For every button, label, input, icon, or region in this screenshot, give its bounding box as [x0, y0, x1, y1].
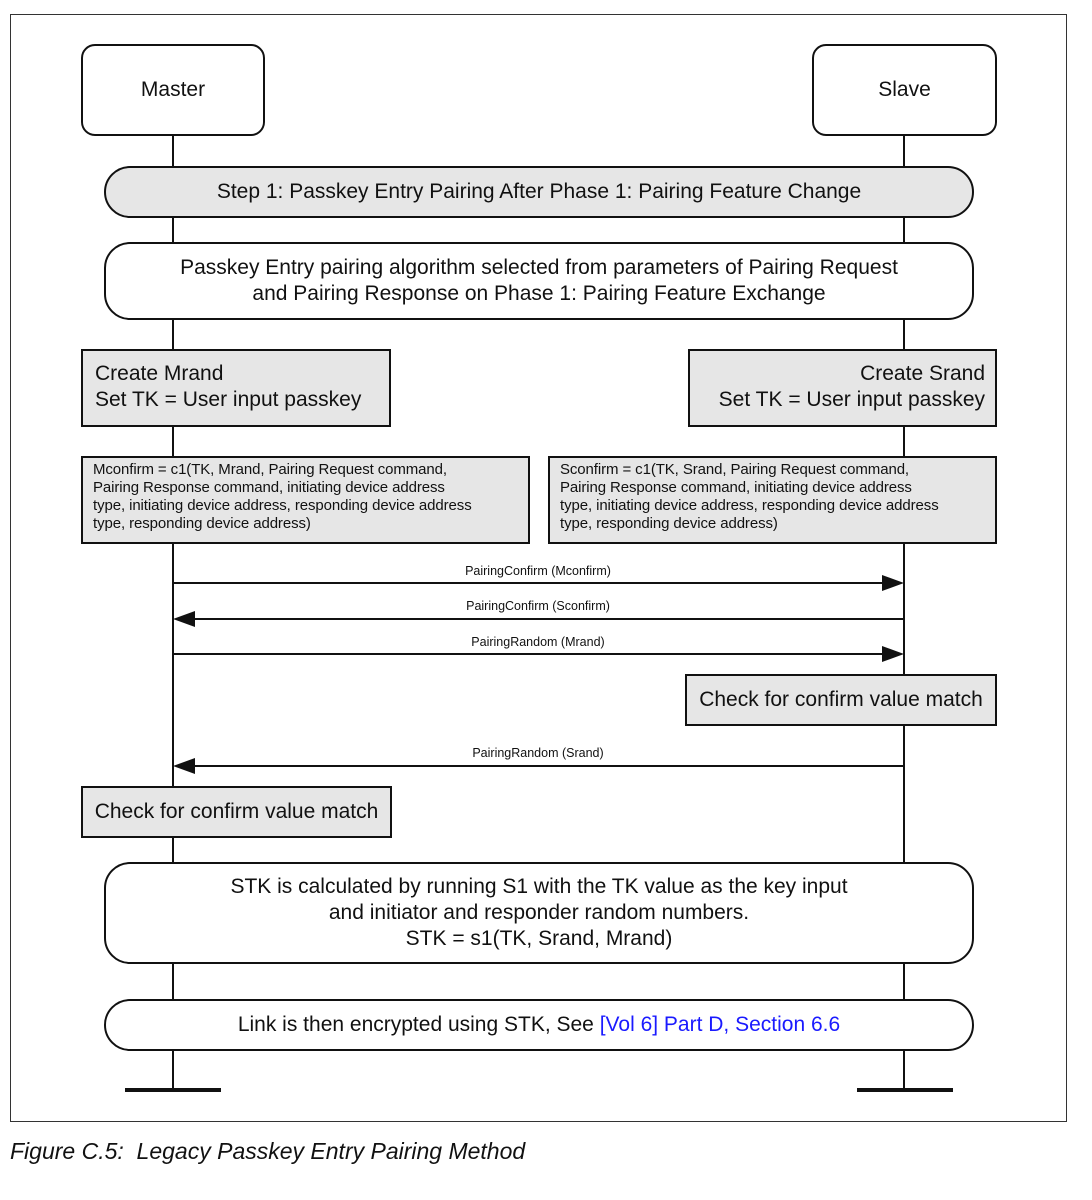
figure-caption: Figure C.5: Legacy Passkey Entry Pairing…: [10, 1138, 526, 1164]
encrypt-note: Link is then encrypted using STK, See [V…: [104, 999, 974, 1051]
stk-note-line-3: STK = s1(TK, Srand, Mrand): [405, 927, 673, 950]
selection-note: Passkey Entry pairing algorithm selected…: [104, 242, 974, 320]
slave-check-box: Check for confirm value match: [685, 674, 997, 726]
stk-note-line-1: STK is calculated by running S1 with the…: [230, 875, 848, 898]
master-check-text: Check for confirm value match: [94, 800, 379, 823]
figure-frame: [10, 14, 1067, 1122]
message-label: PairingConfirm (Sconfirm): [466, 599, 610, 613]
arrowhead-right-icon: [882, 646, 904, 662]
stk-note: STK is calculated by running S1 with the…: [104, 862, 974, 964]
master-confirm-line-1: Mconfirm = c1(TK, Mrand, Pairing Request…: [93, 461, 447, 478]
slave-confirm-line-1: Sconfirm = c1(TK, Srand, Pairing Request…: [560, 461, 909, 478]
master-create-line-2: Set TK = User input passkey: [95, 388, 362, 411]
section-reference-link[interactable]: [Vol 6] Part D, Section 6.6: [599, 1013, 841, 1036]
slave-confirm-line-4: type, responding device address): [560, 515, 778, 532]
slave-confirm-line-3: type, initiating device address, respond…: [560, 497, 939, 514]
master-check-box: Check for confirm value match: [81, 786, 392, 838]
slave-lifeline: [903, 134, 905, 1092]
slave-actor: Slave: [812, 44, 997, 136]
slave-lifeline-end: [857, 1088, 953, 1092]
slave-check-text: Check for confirm value match: [699, 688, 983, 711]
master-lifeline: [172, 134, 174, 1092]
slave-create-line-1: Create Srand: [860, 362, 985, 385]
message-arrow: [192, 765, 904, 767]
message-arrow: [192, 618, 904, 620]
stk-note-line-2: and initiator and responder random numbe…: [328, 901, 750, 924]
master-lifeline-end: [125, 1088, 221, 1092]
master-confirm-line-4: type, responding device address): [93, 515, 311, 532]
slave-actor-label: Slave: [878, 78, 931, 101]
arrowhead-left-icon: [173, 611, 195, 627]
selection-note-line-2: and Pairing Response on Phase 1: Pairing…: [252, 282, 826, 305]
master-create-box: Create Mrand Set TK = User input passkey: [81, 349, 391, 427]
slave-confirm-box: Sconfirm = c1(TK, Srand, Pairing Request…: [548, 456, 997, 544]
master-actor-label: Master: [140, 78, 206, 101]
step-banner-text: Step 1: Passkey Entry Pairing After Phas…: [216, 180, 862, 203]
selection-note-line-1: Passkey Entry pairing algorithm selected…: [180, 256, 898, 279]
arrowhead-left-icon: [173, 758, 195, 774]
slave-confirm-line-2: Pairing Response command, initiating dev…: [560, 479, 912, 496]
arrowhead-right-icon: [882, 575, 904, 591]
message-label: PairingConfirm (Mconfirm): [465, 564, 611, 578]
slave-create-line-2: Set TK = User input passkey: [718, 388, 985, 411]
master-confirm-box: Mconfirm = c1(TK, Mrand, Pairing Request…: [81, 456, 530, 544]
slave-create-box: Create Srand Set TK = User input passkey: [688, 349, 997, 427]
encrypt-note-text: Link is then encrypted using STK, See: [237, 1013, 600, 1036]
master-create-line-1: Create Mrand: [95, 362, 224, 385]
master-actor: Master: [81, 44, 265, 136]
master-confirm-line-3: type, initiating device address, respond…: [93, 497, 472, 514]
master-confirm-line-2: Pairing Response command, initiating dev…: [93, 479, 445, 496]
message-arrow: [174, 653, 886, 655]
message-label: PairingRandom (Srand): [472, 746, 604, 760]
message-arrow: [174, 582, 886, 584]
message-label: PairingRandom (Mrand): [471, 635, 605, 649]
step-banner: Step 1: Passkey Entry Pairing After Phas…: [104, 166, 974, 218]
